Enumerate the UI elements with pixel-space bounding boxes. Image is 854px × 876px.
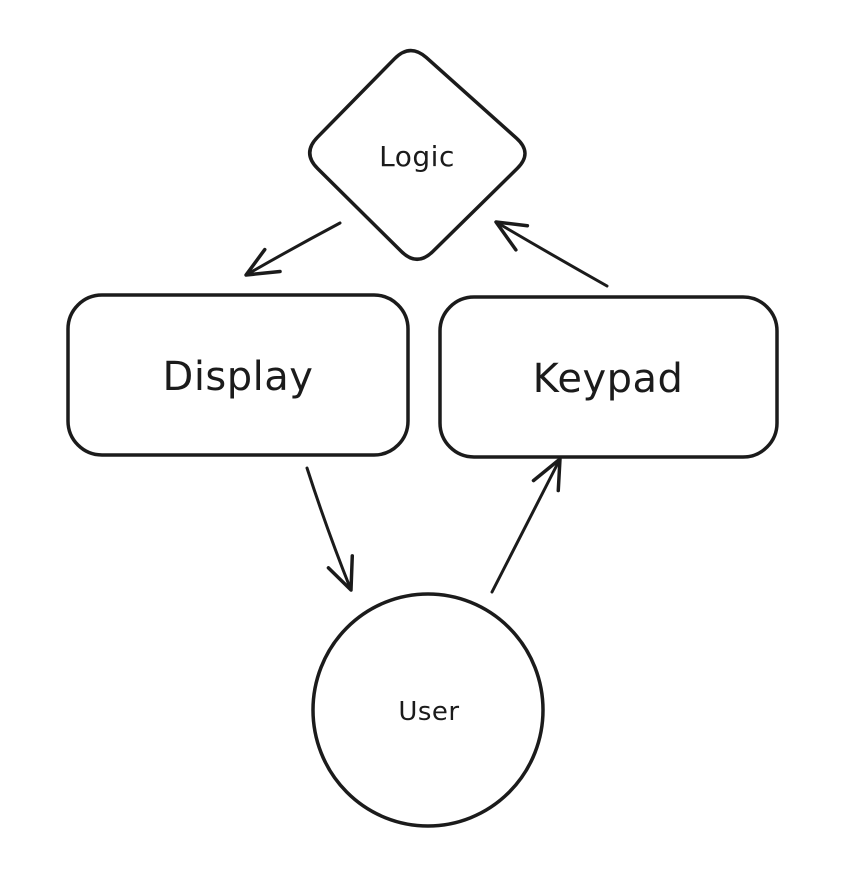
edge-keypad-to-logic[interactable] (494, 220, 609, 288)
node-logic-label: Logic (379, 140, 455, 173)
node-keypad-label: Keypad (533, 356, 684, 402)
edge-display-to-user[interactable] (305, 466, 355, 592)
node-user[interactable]: User (311, 592, 545, 828)
node-display[interactable]: Display (66, 293, 410, 457)
edge-logic-to-display[interactable] (244, 221, 342, 277)
rectangle-shape[interactable] (438, 295, 779, 459)
diamond-shape[interactable] (308, 48, 527, 262)
rectangle-shape[interactable] (66, 293, 410, 457)
node-user-label: User (398, 697, 459, 727)
ellipse-shape[interactable] (311, 592, 545, 828)
edge-user-to-keypad[interactable] (490, 457, 562, 594)
node-logic[interactable]: Logic (308, 48, 527, 262)
node-display-label: Display (163, 354, 314, 400)
node-keypad[interactable]: Keypad (438, 295, 779, 459)
